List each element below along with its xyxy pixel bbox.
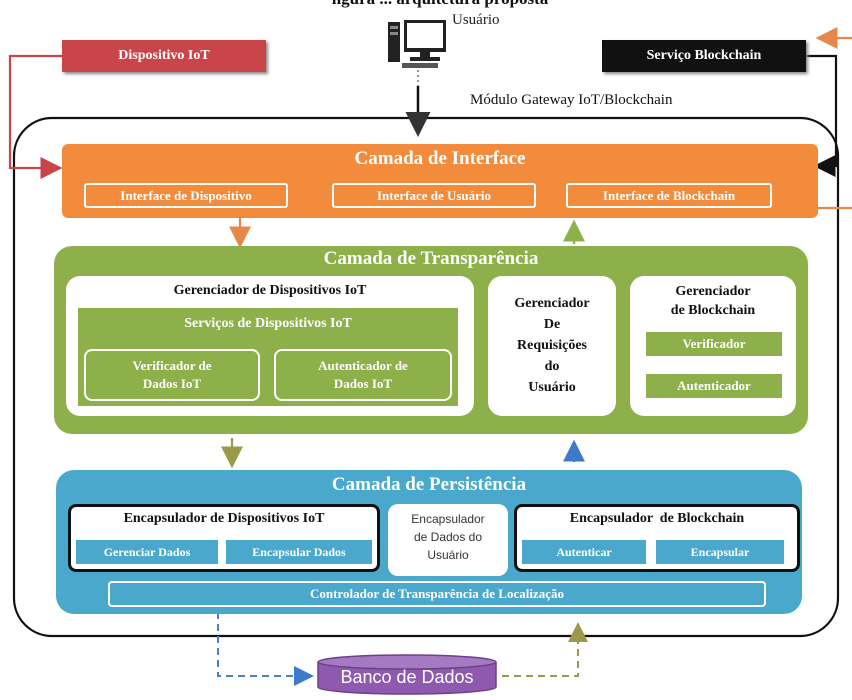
user-request-manager: Gerenciador De Requisições do Usuário (488, 276, 616, 416)
figure-caption: ngura ... arquitetura proposta (240, 0, 640, 9)
interface-layer: Camada de Interface (62, 144, 818, 218)
authenticate-box: Autenticar (522, 540, 646, 564)
device-iot-box: Dispositivo IoT (62, 40, 266, 72)
persistence-to-database-arrow (217, 612, 314, 686)
device-interface: Interface de Dispositivo (84, 183, 288, 208)
blockchain-authenticator: Autenticador (646, 374, 782, 398)
location-transparency-controller: Controlador de Transparência de Localiza… (108, 581, 766, 607)
device-services-title: Serviços de Dispositivos IoT (184, 316, 352, 331)
encapsulate-data-box: Encapsular Dados (226, 540, 372, 564)
database-label: Banco de Dados (340, 666, 474, 687)
blockchain-verifier: Verificador (646, 332, 782, 356)
device-encapsulator-title: Encapsulador de Dispositivos IoT (123, 511, 325, 526)
iot-data-authenticator: Autenticador de Dados IoT (274, 349, 452, 401)
blockchain-to-interface-arrow (806, 54, 838, 177)
encapsulate-box: Encapsular (656, 540, 784, 564)
manage-data-box: Gerenciar Dados (76, 540, 218, 564)
device-to-interface-arrow (8, 54, 63, 179)
database-icon (316, 654, 498, 695)
blockchain-interface: Interface de Blockchain (566, 183, 772, 208)
iot-data-verifier: Verificador de Dados IoT (84, 349, 260, 401)
blockchain-encapsulator-title: Encapsulador de Blockchain (569, 511, 745, 526)
transparency-layer-title: Camada de Transparência (323, 248, 539, 269)
user-interface: Interface de Usuário (332, 183, 536, 208)
computer-icon (386, 16, 448, 70)
interface-layer-title: Camada de Interface (354, 148, 526, 169)
database-to-persistence-arrow (502, 622, 588, 677)
persistence-layer-title: Camada de Persistência (331, 474, 527, 495)
device-manager-title: Gerenciador de Dispositivos IoT (173, 283, 367, 298)
user-data-encapsulator: Encapsulador de Dados do Usuário (388, 504, 508, 576)
gateway-label: Módulo Gateway IoT/Blockchain (470, 92, 673, 108)
blockchain-service-box: Serviço Blockchain (602, 40, 806, 72)
user-label: Usuário (452, 12, 500, 28)
